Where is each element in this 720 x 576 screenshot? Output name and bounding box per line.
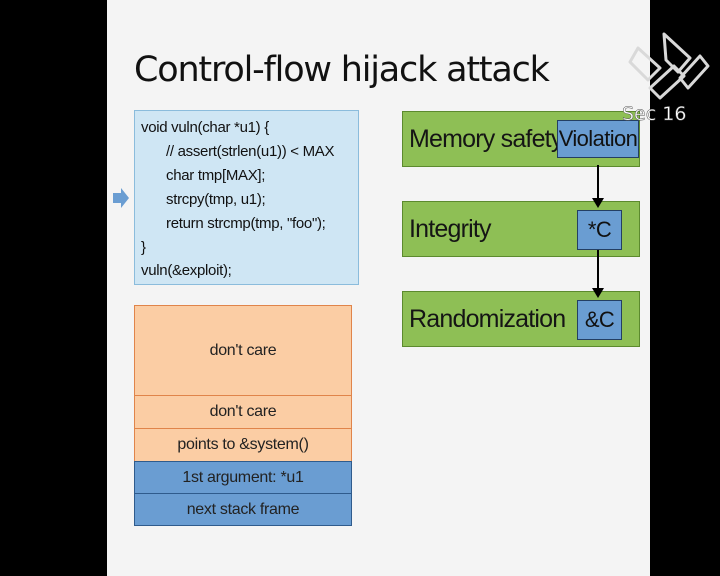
code-line: } (141, 239, 146, 256)
code-line: // assert(strlen(u1)) < MAX (166, 143, 335, 160)
defense-randomization: Randomization &C (402, 291, 640, 347)
stack-cell-argument: 1st argument: *u1 (134, 461, 352, 494)
code-line: char tmp[MAX]; (166, 167, 266, 184)
code-line: void vuln(char *u1) { (141, 119, 269, 136)
defense-label: Randomization (409, 305, 566, 333)
defense-memory-safety: Memory safety Violation (402, 111, 640, 167)
stack-cell: don't care (134, 395, 352, 429)
address-tag: &C (577, 300, 622, 340)
slide-title: Control-flow hijack attack (134, 50, 550, 90)
defense-label: Memory safety (409, 125, 563, 153)
code-listing: void vuln(char *u1) { // assert(strlen(u… (134, 110, 359, 285)
stack-cell: don't care (134, 305, 352, 396)
code-line: return strcmp(tmp, "foo"); (166, 215, 326, 232)
stack-cell-next-frame: next stack frame (134, 493, 352, 526)
code-line: vuln(&exploit); (141, 262, 232, 279)
violation-tag: Violation (557, 120, 639, 158)
stack-cell-return-address: points to &system() (134, 428, 352, 462)
logo-text: Sec 16 (622, 103, 686, 123)
code-line: strcpy(tmp, u1); (166, 191, 266, 208)
defense-label: Integrity (409, 215, 492, 243)
code-pointer-tag: *C (577, 210, 622, 250)
defense-integrity: Integrity *C (402, 201, 640, 257)
usenix-security-logo-icon: Sec 16 (622, 32, 710, 123)
current-line-arrow-icon (113, 188, 129, 208)
